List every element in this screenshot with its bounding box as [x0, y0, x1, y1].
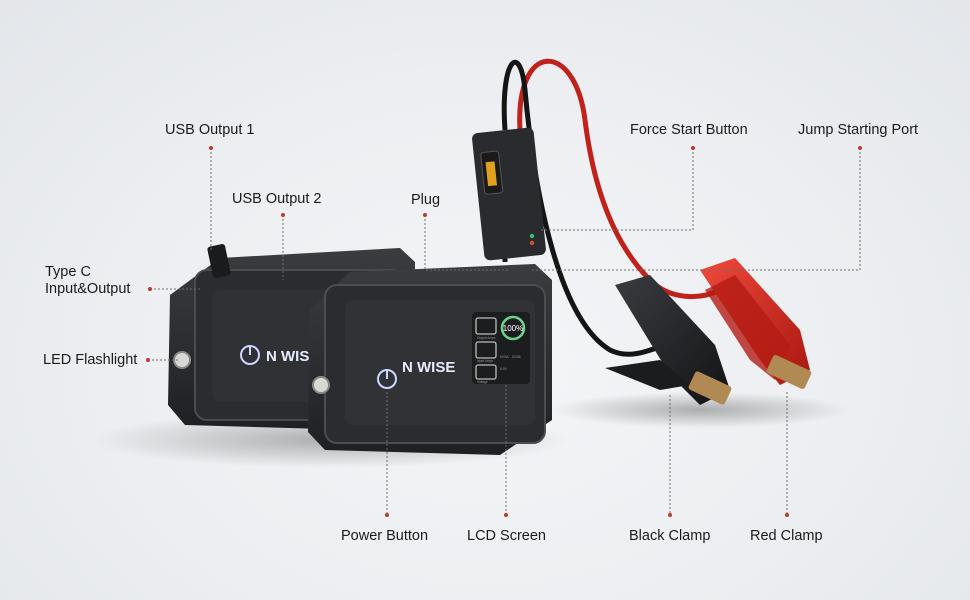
lcd-label: Output Amps [477, 336, 496, 340]
label-led-flashlight: LED Flashlight [43, 352, 138, 368]
red-clamp [700, 258, 812, 389]
leader-lines [148, 148, 861, 515]
leader-jump-port [530, 148, 861, 271]
label-red-clamp: Red Clamp [750, 528, 823, 544]
black-cable [501, 59, 666, 357]
usb-flap [207, 244, 231, 278]
label-plug: Plug [411, 192, 441, 208]
leader-force-start [540, 148, 694, 231]
brand-logo-back: N WISE [266, 348, 319, 365]
black-clamp [605, 275, 732, 405]
lcd-screen [472, 312, 530, 384]
label-lcd-screen: LCD Screen [467, 528, 546, 544]
lcd-percent: 100% [503, 324, 523, 333]
label-jump-starting-port: Jump Starting Port [798, 122, 919, 138]
lcd-label: Input Amps [477, 359, 493, 363]
brand-logo-front: N WISE [402, 359, 455, 376]
lcd-label: Voltage [477, 380, 488, 384]
lcd-label: 5V/3A [500, 355, 510, 359]
force-start-indicator [529, 233, 535, 239]
leader-dots [146, 146, 862, 517]
label-black-clamp: Black Clamp [629, 528, 711, 544]
shadow [550, 392, 850, 428]
label-usb-output-1: USB Output 1 [165, 122, 255, 138]
lcd-label: 5V/3A [512, 355, 522, 359]
red-cable [517, 58, 722, 300]
label-usb-output-2: USB Output 2 [232, 191, 322, 207]
label-force-start-button: Force Start Button [630, 122, 748, 138]
lcd-label: 5-9V [500, 367, 508, 371]
label-type-c: Type C Input&Output [45, 264, 131, 297]
power-bank-front [308, 264, 552, 455]
led-flashlight-front [312, 376, 330, 394]
lcd-battery-ring [500, 315, 526, 341]
plug-connector [472, 127, 546, 261]
label-power-button: Power Button [341, 528, 429, 544]
